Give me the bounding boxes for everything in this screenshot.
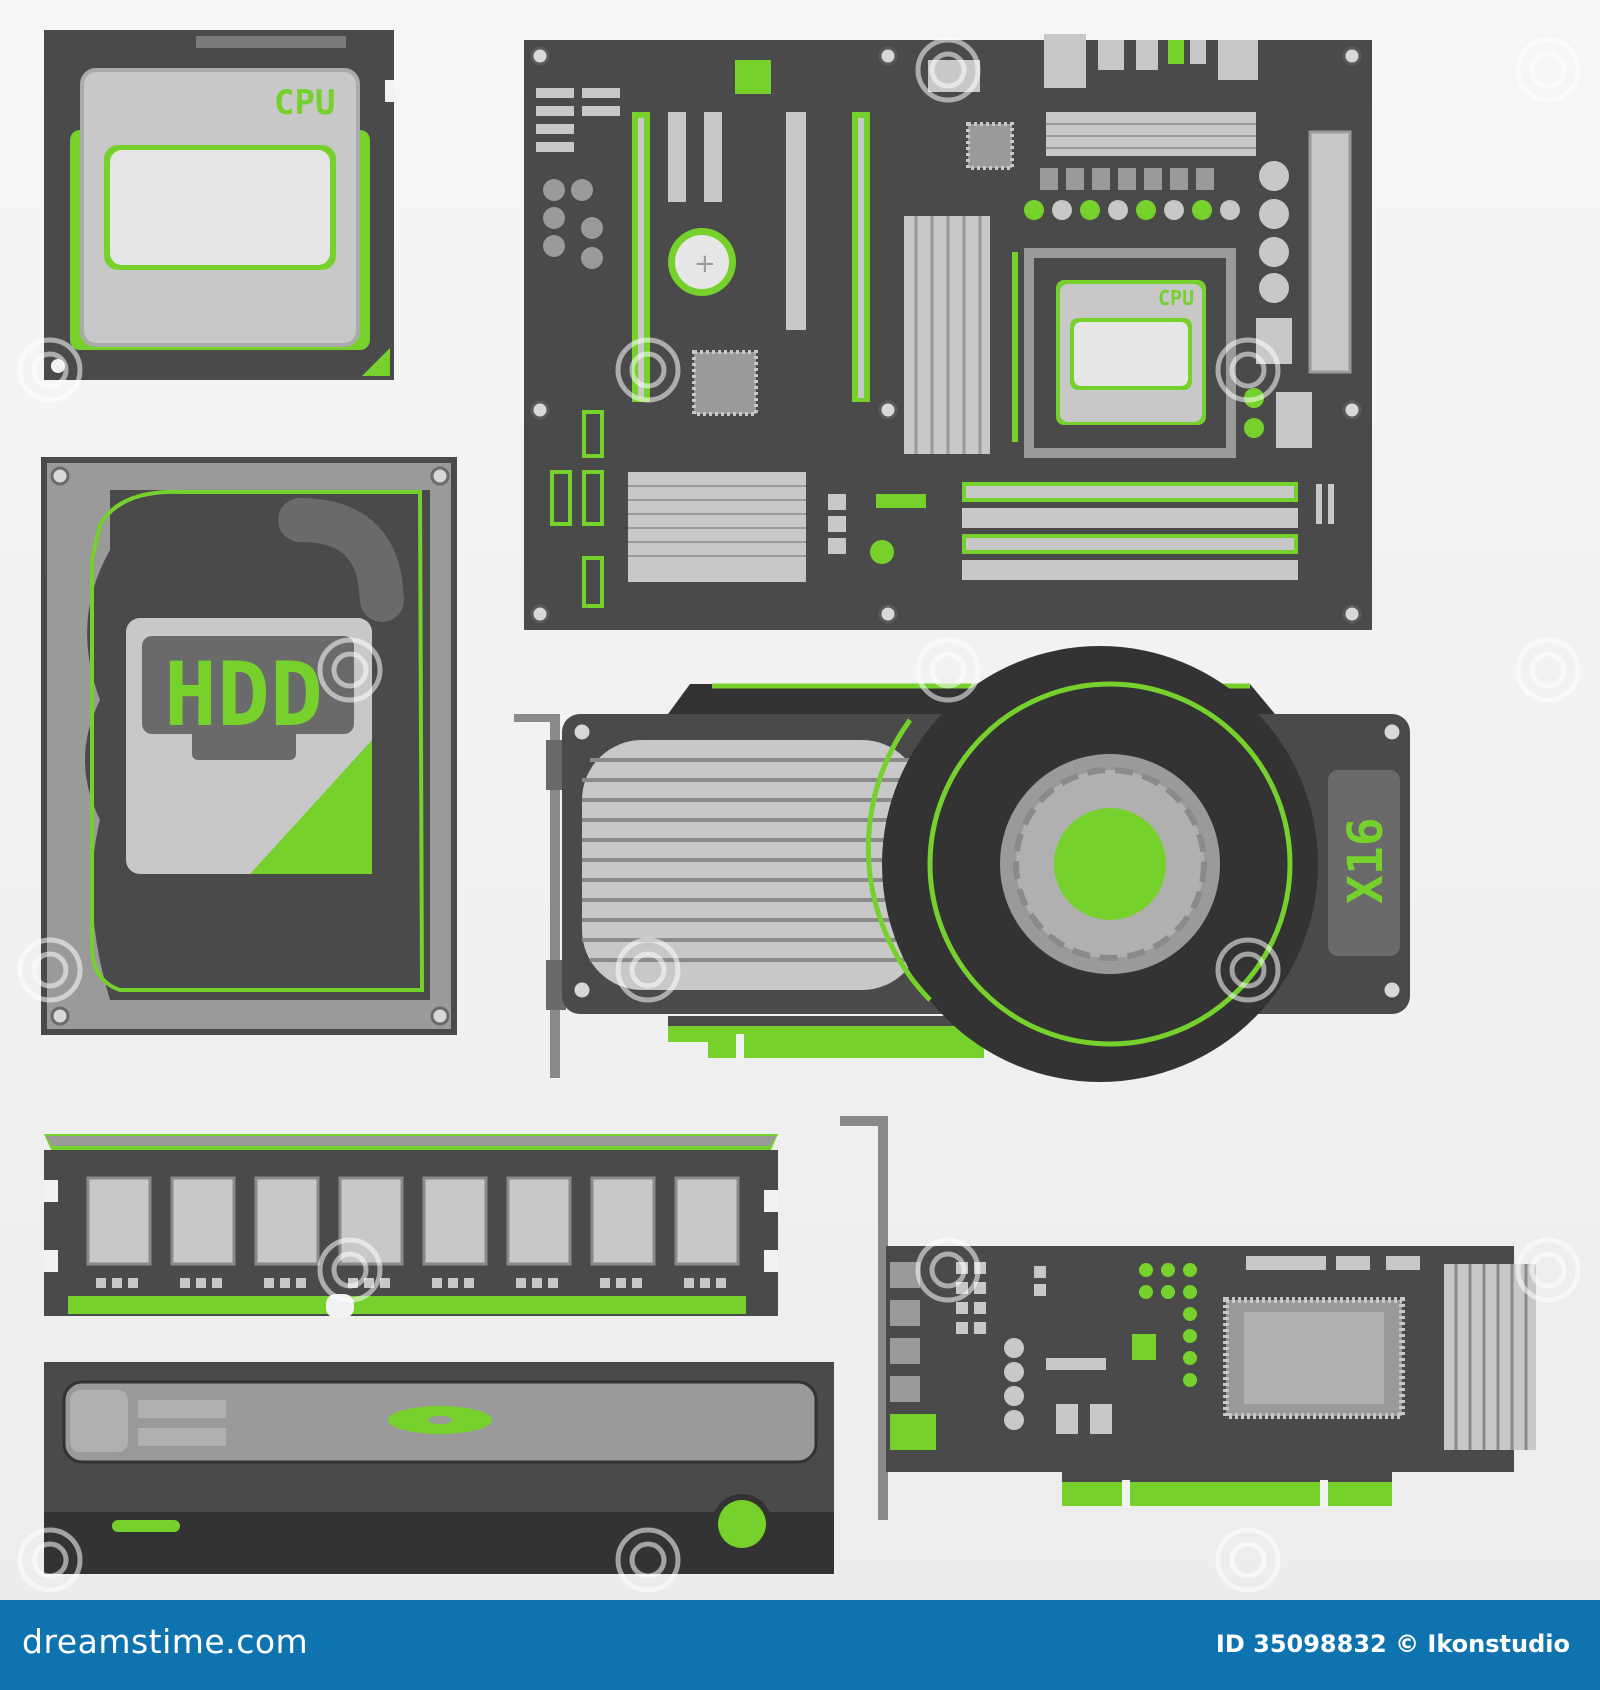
motherboard: + bbox=[524, 34, 1372, 630]
footer-bar: dreamstime.com ID 35098832 © Ikonstudio bbox=[0, 1600, 1600, 1690]
cpu-chip: CPU bbox=[44, 30, 394, 380]
socket-cpu-label: CPU bbox=[1158, 286, 1194, 310]
cpu-label: CPU bbox=[274, 83, 335, 123]
optical-drive bbox=[44, 1362, 834, 1574]
footer-image-id: ID 35098832 © Ikonstudio bbox=[1215, 1630, 1570, 1658]
gpu-label: X16 bbox=[1338, 817, 1394, 904]
hdd-label: HDD bbox=[164, 643, 323, 746]
ram-module bbox=[44, 1134, 778, 1318]
hard-disk-drive: HDD bbox=[41, 457, 457, 1035]
graphics-card: X16 bbox=[514, 646, 1410, 1082]
svg-text:+: + bbox=[694, 249, 716, 279]
hardware-illustration: CPU bbox=[17, 30, 1581, 1593]
footer-brand[interactable]: dreamstime.com bbox=[22, 1622, 309, 1661]
watermark-spirals bbox=[17, 37, 1581, 1593]
expansion-card bbox=[840, 1116, 1536, 1520]
